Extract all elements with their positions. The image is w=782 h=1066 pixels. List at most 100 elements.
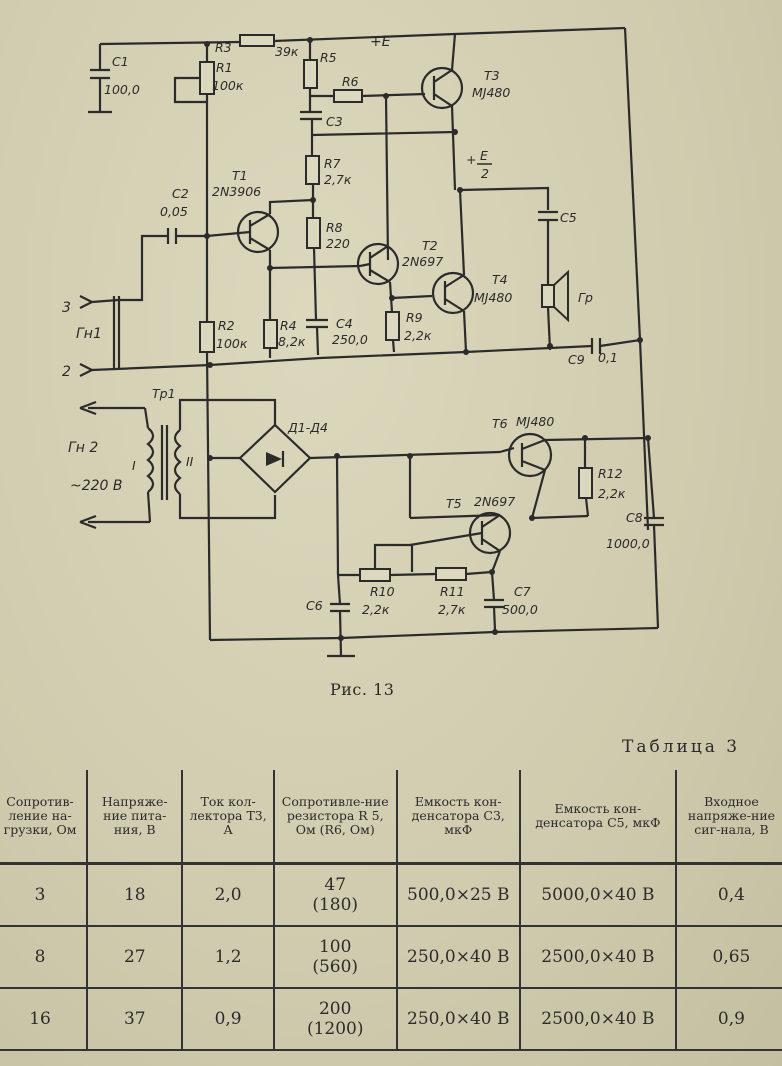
label-r6: R6 <box>342 74 359 89</box>
cell-c5: 2500,0×40 В <box>519 988 677 1051</box>
label-t4: T4 <box>492 272 508 287</box>
label-c3: C3 <box>326 114 343 129</box>
cell-c3: 250,0×40 В <box>396 926 521 989</box>
label-t3: T3 <box>484 68 500 83</box>
label-c7-value: 500,0 <box>502 602 538 617</box>
resistor-r12 <box>578 467 593 499</box>
label-r10-value: 2,2к <box>362 602 390 617</box>
cell-c3: 250,0×40 В <box>396 988 521 1051</box>
label-diodes: Д1-Д4 <box>287 420 328 435</box>
label-c9: C9 <box>568 352 585 367</box>
label-t5-model: 2N697 <box>474 494 515 509</box>
label-r9: R9 <box>406 310 423 325</box>
label-r12: R12 <box>598 466 623 481</box>
cell-supply: 37 <box>87 988 184 1051</box>
header-current: Ток кол-лектора T3, А <box>182 770 275 865</box>
label-r9-value: 2,2к <box>404 328 432 343</box>
label-r2: R2 <box>218 318 235 333</box>
circuit-schematic: C1 100,0 R3 39к R1 100к R5 R6 C3 +E T3 M… <box>62 26 664 658</box>
label-t1: T1 <box>232 168 248 183</box>
label-winding-i: I <box>132 458 136 473</box>
header-load: Сопротив-ление на-грузки, Ом <box>0 770 89 865</box>
table-row: 8 27 1,2 100(560) 250,0×40 В 2500,0×40 В… <box>0 926 782 989</box>
label-t2-model: 2N697 <box>402 254 443 269</box>
transistor-t1 <box>236 210 280 254</box>
resistor-r9 <box>385 311 400 341</box>
resistor-r4 <box>263 319 278 349</box>
potentiometer-r10 <box>359 568 391 582</box>
label-t4-model: MJ480 <box>474 290 512 305</box>
cell-r5: 200(1200) <box>273 988 398 1051</box>
label-t6-model: MJ480 <box>516 414 554 429</box>
transistor-t4 <box>431 271 475 315</box>
transistor-t6 <box>507 432 553 478</box>
label-r12-value: 2,2к <box>598 486 626 501</box>
cell-current: 2,0 <box>182 863 275 927</box>
cell-r5: 100(560) <box>273 926 398 989</box>
label-c1-value: 100,0 <box>104 82 140 97</box>
cell-current: 1,2 <box>182 926 275 989</box>
header-r5: Сопротивле-ние резистора R 5, Ом (R6, Ом… <box>273 770 398 865</box>
label-r8-value: 220 <box>326 236 350 251</box>
label-c2-value: 0,05 <box>160 204 188 219</box>
label-half-two: 2 <box>481 166 489 181</box>
label-t6: T6 <box>492 416 508 431</box>
label-r7-value: 2,7к <box>324 172 352 187</box>
label-c8-value: 1000,0 <box>606 536 650 551</box>
label-r3-value: 39к <box>275 44 299 59</box>
header-supply: Напряже-ние пита-ния, В <box>87 770 184 865</box>
header-c3: Емкость кон-денсатора C3, мкФ <box>396 770 521 865</box>
resistor-r5 <box>303 59 318 89</box>
label-plus-e: +E <box>370 34 391 50</box>
speaker-icon <box>541 284 555 308</box>
resistor-r7 <box>305 155 320 185</box>
label-half-plus: + <box>466 152 476 167</box>
label-c4-value: 250,0 <box>332 332 368 347</box>
label-r8: R8 <box>326 220 343 235</box>
cell-load: 3 <box>0 863 89 927</box>
table-header-row: Сопротив-ление на-грузки, Ом Напряже-ние… <box>0 770 782 865</box>
resistor-r8 <box>306 217 321 249</box>
label-jack-3: 3 <box>62 300 71 316</box>
cell-r6-value: (1200) <box>306 1019 364 1039</box>
transistor-t2 <box>356 242 400 286</box>
cell-current: 0,9 <box>182 988 275 1051</box>
label-c2: C2 <box>172 186 189 201</box>
transistor-t3 <box>420 66 464 110</box>
cell-r5-value: 100 <box>318 937 352 957</box>
label-r11: R11 <box>440 584 465 599</box>
label-c7: C7 <box>514 584 531 599</box>
label-t3-model: MJ480 <box>472 85 510 100</box>
cell-r5-value: 47 <box>324 875 347 895</box>
header-c5: Емкость кон-денсатора C5, мкФ <box>519 770 677 865</box>
resistor-r3 <box>239 34 275 47</box>
cell-input: 0,9 <box>675 988 782 1051</box>
label-mains: ~220 В <box>70 478 123 494</box>
label-r4-value: 8,2к <box>278 334 306 349</box>
label-r1: R1 <box>216 60 233 75</box>
label-gn2: Гн 2 <box>68 440 98 456</box>
label-c8: C8 <box>626 510 643 525</box>
table-row: 16 37 0,9 200(1200) 250,0×40 В 2500,0×40… <box>0 988 782 1051</box>
label-c9-value: 0,1 <box>598 350 618 365</box>
label-t5: T5 <box>446 496 462 511</box>
label-jack-2: 2 <box>62 364 71 380</box>
table-title: Таблица 3 <box>622 737 741 757</box>
label-c1: C1 <box>112 54 129 69</box>
cell-c5: 5000,0×40 В <box>519 863 677 927</box>
cell-r6-value: (560) <box>312 957 359 977</box>
resistor-r11 <box>435 567 467 581</box>
label-t1-model: 2N3906 <box>212 184 261 199</box>
label-c4: C4 <box>336 316 353 331</box>
cell-supply: 18 <box>87 863 184 927</box>
label-winding-ii: II <box>186 454 194 469</box>
cell-load: 16 <box>0 988 89 1051</box>
cell-c5: 2500,0×40 В <box>519 926 677 989</box>
cell-supply: 27 <box>87 926 184 989</box>
label-gn1: Гн1 <box>76 326 102 342</box>
cell-r5-value: 200 <box>318 999 352 1019</box>
label-r3: R3 <box>215 40 232 55</box>
label-r5: R5 <box>320 50 337 65</box>
label-half-e: E <box>480 148 488 163</box>
